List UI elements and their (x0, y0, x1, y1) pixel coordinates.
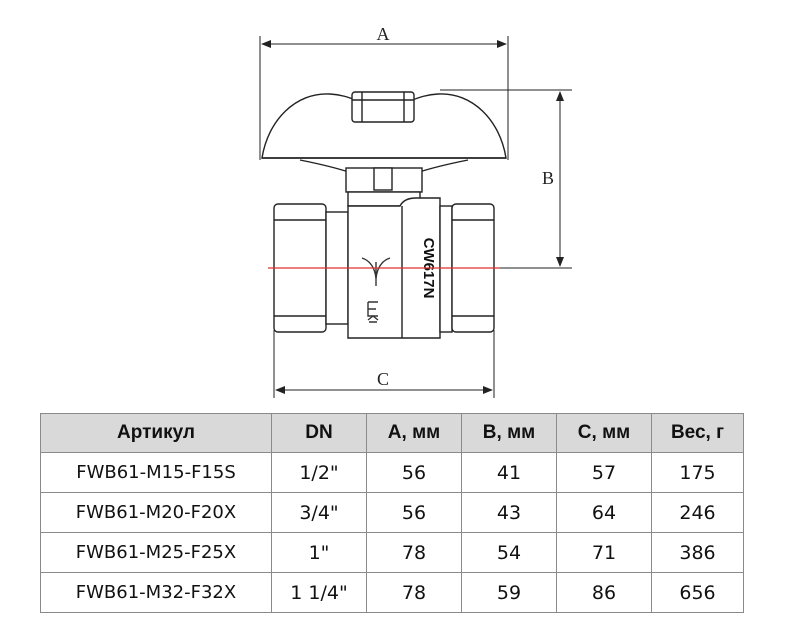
header-weight: Вес, г (651, 413, 744, 453)
cell-a: 78 (366, 572, 462, 613)
hex-nut (351, 91, 415, 123)
cell-c: 57 (556, 452, 652, 493)
dimension-c-label: C (377, 369, 389, 389)
dimension-a: A (259, 24, 509, 160)
cell-a: 56 (366, 452, 462, 493)
cell-a: 56 (366, 492, 462, 533)
cell-c: 64 (556, 492, 652, 533)
cell-dn: 1 1/4" (271, 572, 367, 613)
cell-c: 86 (556, 572, 652, 613)
table-row: FWB61-M20-F20X 3/4" 56 43 64 246 (40, 492, 744, 533)
valve-stem (345, 167, 423, 207)
cell-b: 54 (461, 532, 557, 573)
cell-weight: 386 (651, 532, 744, 573)
table-row: FWB61-M25-F25X 1" 78 54 71 386 (40, 532, 744, 573)
header-article: Артикул (40, 413, 272, 453)
cell-article: FWB61-M15-F15S (40, 452, 272, 493)
header-dn: DN (271, 413, 367, 453)
cell-dn: 1/2" (271, 452, 367, 493)
header-a: A, мм (366, 413, 462, 453)
cell-weight: 656 (651, 572, 744, 613)
cell-b: 41 (461, 452, 557, 493)
dimension-c: C (273, 330, 495, 398)
cell-article: FWB61-M20-F20X (40, 492, 272, 533)
dimension-b-label: B (542, 168, 554, 188)
brand-logo-icon (361, 257, 391, 286)
table-header-row: Артикул DN A, мм B, мм C, мм Вес, г (40, 413, 744, 453)
table-row: FWB61-M32-F32X 1 1/4" 78 59 86 656 (40, 572, 744, 613)
dimension-a-label: A (377, 24, 390, 44)
cell-c: 71 (556, 532, 652, 573)
dimension-b: B (440, 89, 572, 269)
valve-technical-drawing: A B C (259, 24, 572, 398)
cell-weight: 246 (651, 492, 744, 533)
cell-article: FWB61-M32-F32X (40, 572, 272, 613)
header-b: B, мм (461, 413, 557, 453)
cell-article: FWB61-M25-F25X (40, 532, 272, 573)
table-row: FWB61-M15-F15S 1/2" 56 41 57 175 (40, 452, 744, 493)
header-c: C, мм (556, 413, 652, 453)
cell-weight: 175 (651, 452, 744, 493)
spec-table: Артикул DN A, мм B, мм C, мм Вес, г FWB6… (40, 413, 744, 613)
cell-b: 43 (461, 492, 557, 533)
eac-mark-icon (367, 301, 379, 323)
cell-b: 59 (461, 572, 557, 613)
cell-dn: 3/4" (271, 492, 367, 533)
cell-dn: 1" (271, 532, 367, 573)
cell-a: 78 (366, 532, 462, 573)
